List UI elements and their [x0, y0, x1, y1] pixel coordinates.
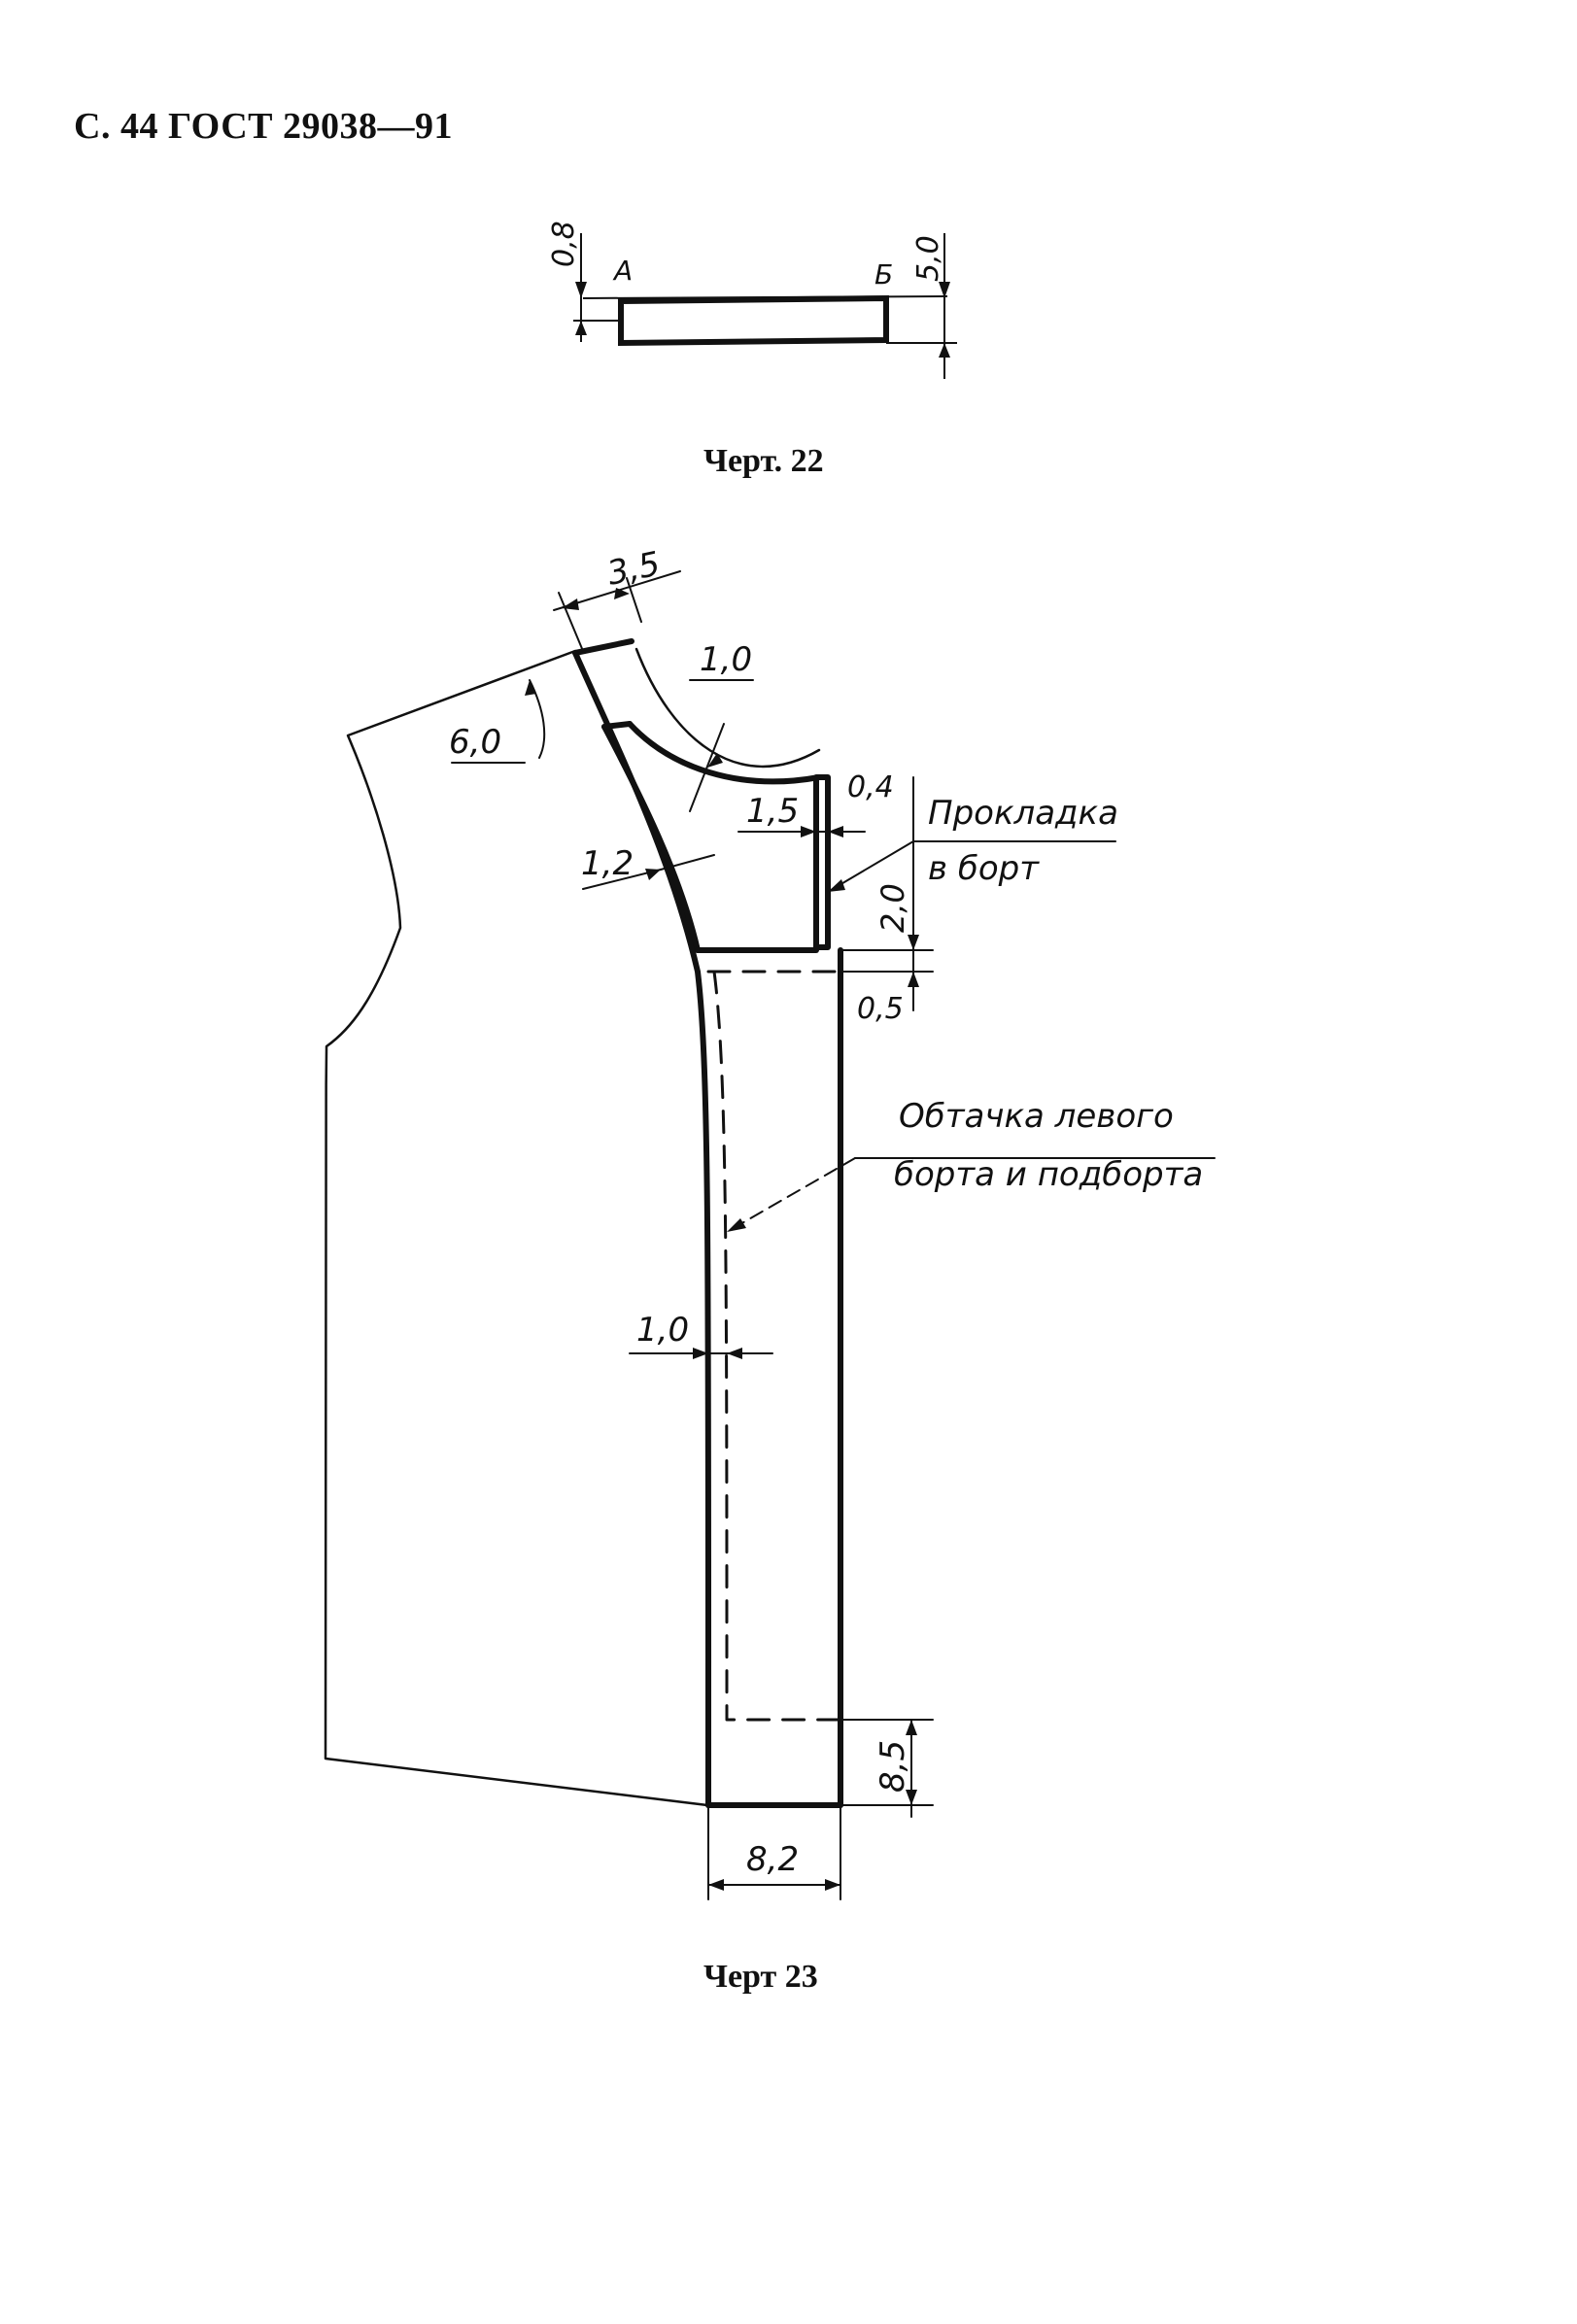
- dim-1-0-top-label: 1,0: [700, 640, 752, 679]
- dim-1-2-label: 1,2: [581, 844, 634, 883]
- dim-0-8-label: 0,8: [547, 221, 581, 267]
- label-obtachka-line2: борта и подборта: [894, 1155, 1203, 1194]
- label-prokladka-line1: Прокладка: [928, 794, 1118, 833]
- point-a-label: А: [612, 255, 633, 287]
- front-outline: [324, 649, 709, 1807]
- figure-23-caption: Черт 23: [703, 1959, 818, 1995]
- dim-1-0-mid-label: 1,0: [636, 1311, 689, 1350]
- interlining-strip: [813, 774, 831, 950]
- dim-6-0-label: 6,0: [449, 723, 501, 762]
- dim-0-5-label: 0,5: [857, 992, 904, 1026]
- page-header: С. 44 ГОСТ 29038—91: [74, 106, 453, 147]
- dim-8-5-label: 8,5: [874, 1740, 912, 1793]
- label-obtachka-line1: Обтачка левого: [899, 1097, 1174, 1136]
- point-b-label: Б: [874, 258, 893, 290]
- dim-1-5-label: 1,5: [746, 792, 799, 831]
- stitch-line: [712, 970, 842, 1722]
- dim-0-4-label: 0,4: [847, 770, 894, 804]
- dim-5-0-label: 5,0: [911, 235, 945, 282]
- figure-22-caption: Черт. 22: [703, 443, 824, 479]
- dim-8-2-label: 8,2: [746, 1840, 799, 1879]
- label-prokladka-line2: в борт: [928, 849, 1040, 888]
- strip-piece: [618, 294, 889, 347]
- dim-2-0-label: 2,0: [874, 883, 911, 933]
- dim-3-5-label: 3,5: [604, 544, 664, 593]
- front-edge: [572, 650, 712, 1808]
